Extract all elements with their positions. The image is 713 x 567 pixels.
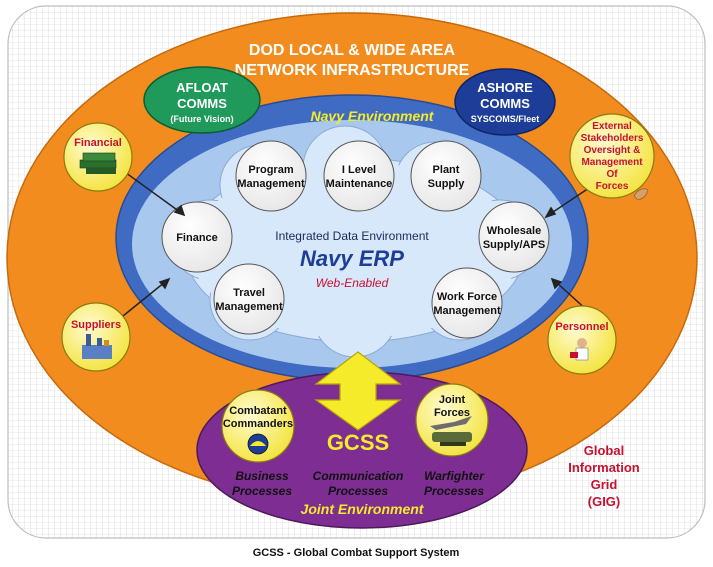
navy-erp-label: Navy ERP bbox=[300, 246, 404, 271]
factory-icon bbox=[82, 334, 112, 359]
suppliers-node: Suppliers bbox=[61, 302, 131, 372]
gig-line2: Information bbox=[568, 460, 640, 475]
gig-line1: Global bbox=[584, 443, 624, 458]
svg-text:Finance: Finance bbox=[176, 232, 218, 244]
svg-text:COMMS: COMMS bbox=[177, 96, 227, 111]
communication-processes-line1: Communication bbox=[313, 469, 404, 483]
module-program-management: Program Management bbox=[235, 140, 307, 212]
svg-text:Supply/APS: Supply/APS bbox=[483, 239, 545, 251]
hand-icon bbox=[633, 188, 649, 201]
financial-node: Financial bbox=[63, 122, 133, 192]
svg-text:I Level: I Level bbox=[342, 164, 376, 176]
module-wholesale-supply: Wholesale Supply/APS bbox=[478, 201, 550, 273]
warfighter-processes-line1: Warfighter bbox=[424, 469, 485, 483]
external-stakeholders-node: External Stakeholders Oversight & Manage… bbox=[569, 113, 655, 201]
svg-text:External: External bbox=[592, 121, 632, 132]
module-work-force-management: Work Force Management bbox=[431, 267, 503, 339]
communication-processes-line2: Processes bbox=[328, 484, 388, 498]
svg-text:Management: Management bbox=[237, 178, 305, 190]
svg-text:Stakeholders: Stakeholders bbox=[581, 133, 644, 144]
svg-text:Program: Program bbox=[248, 164, 293, 176]
navy-environment-label: Navy Environment bbox=[311, 108, 435, 124]
dod-title-line2: NETWORK INFRASTRUCTURE bbox=[235, 62, 470, 79]
svg-text:Management: Management bbox=[581, 157, 643, 168]
money-stack-icon bbox=[79, 152, 117, 174]
svg-text:Personnel: Personnel bbox=[555, 321, 608, 333]
warfighter-processes-line2: Processes bbox=[424, 484, 484, 498]
afloat-comms-node: AFLOAT COMMS (Future Vision) bbox=[143, 66, 261, 134]
gcss-label: GCSS bbox=[327, 430, 389, 455]
joint-forces-node: Joint Forces bbox=[415, 383, 489, 457]
svg-text:Supply: Supply bbox=[428, 178, 466, 190]
web-enabled-label: Web-Enabled bbox=[316, 276, 389, 290]
svg-text:(Future Vision): (Future Vision) bbox=[170, 114, 233, 124]
svg-text:ASHORE: ASHORE bbox=[477, 80, 533, 95]
gig-line4: (GIG) bbox=[588, 494, 621, 509]
double-arrow-icon bbox=[314, 351, 402, 431]
business-processes-line1: Business bbox=[235, 469, 289, 483]
gig-line3: Grid bbox=[591, 477, 618, 492]
svg-text:Joint: Joint bbox=[439, 394, 466, 406]
joint-environment-label: Joint Environment bbox=[301, 501, 425, 517]
svg-text:Forces: Forces bbox=[434, 407, 470, 419]
svg-text:AFLOAT: AFLOAT bbox=[176, 80, 228, 95]
aircraft-tank-icon bbox=[430, 416, 472, 446]
svg-text:Plant: Plant bbox=[433, 164, 460, 176]
command-seal-icon bbox=[247, 433, 269, 455]
ashore-comms-node: ASHORE COMMS SYSCOMS/Fleet bbox=[454, 68, 556, 136]
combatant-commanders-node: Combatant Commanders bbox=[221, 389, 295, 463]
svg-text:Combatant: Combatant bbox=[229, 405, 287, 417]
svg-text:Travel: Travel bbox=[233, 287, 265, 299]
svg-text:Forces: Forces bbox=[596, 181, 629, 192]
svg-text:Oversight &: Oversight & bbox=[584, 145, 641, 156]
module-travel-management: Travel Management bbox=[213, 263, 285, 335]
figure-caption: GCSS - Global Combat Support System bbox=[253, 547, 460, 559]
svg-text:Financial: Financial bbox=[74, 137, 122, 149]
svg-text:Management: Management bbox=[433, 305, 501, 317]
module-plant-supply: Plant Supply bbox=[410, 140, 482, 212]
svg-text:Work Force: Work Force bbox=[437, 291, 497, 303]
svg-text:Of: Of bbox=[606, 169, 618, 180]
svg-text:SYSCOMS/Fleet: SYSCOMS/Fleet bbox=[471, 114, 540, 124]
personnel-node: Personnel bbox=[547, 305, 617, 375]
svg-text:Maintenance: Maintenance bbox=[326, 178, 393, 190]
svg-text:Suppliers: Suppliers bbox=[71, 319, 121, 331]
svg-text:COMMS: COMMS bbox=[480, 96, 530, 111]
ide-label: Integrated Data Environment bbox=[275, 229, 429, 243]
business-processes-line2: Processes bbox=[232, 484, 292, 498]
module-finance: Finance bbox=[161, 201, 233, 273]
module-i-level-maintenance: I Level Maintenance bbox=[323, 140, 395, 212]
dod-title-line1: DOD LOCAL & WIDE AREA bbox=[249, 42, 456, 59]
svg-text:Wholesale: Wholesale bbox=[487, 225, 541, 237]
svg-text:Management: Management bbox=[215, 301, 283, 313]
svg-text:Commanders: Commanders bbox=[223, 418, 293, 430]
person-icon bbox=[570, 338, 589, 361]
